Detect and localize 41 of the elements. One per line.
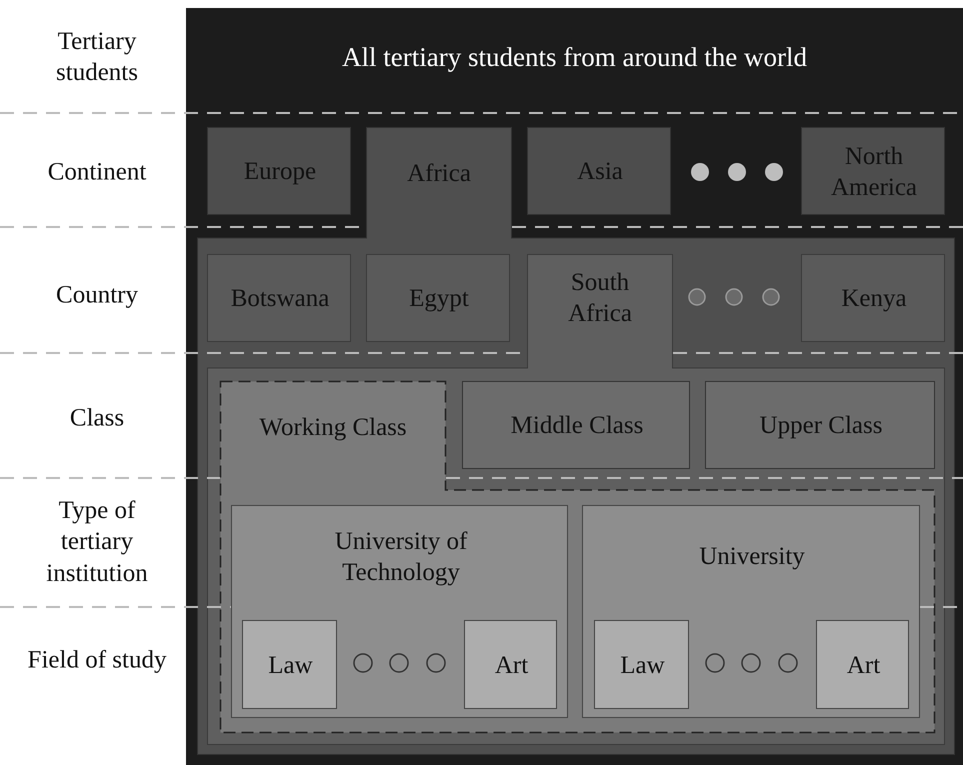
row-label: Tertiary students [55,26,139,88]
node-label: University [698,542,806,572]
institution-panel [582,505,920,718]
node-label: Kenya [840,284,908,314]
row-label: Field of study [26,645,168,676]
row-label: Type of tertiary institution [45,496,149,589]
continent-box [801,127,945,215]
continent-box [207,127,351,215]
world-panel [186,8,963,765]
continent-box [527,127,671,215]
class-box [705,381,935,469]
continent-panel [197,127,955,755]
node-label: South Africa [567,268,633,329]
country-box [366,254,510,342]
node-label: Art [846,650,882,681]
node-label: Working Class [258,413,408,444]
node-label: Law [267,650,314,681]
country-panel [207,254,945,745]
node-label: North America [830,142,918,203]
field-box [242,620,337,709]
node-label: Law [619,650,666,681]
node-label: Africa [406,158,472,189]
node-label: All tertiary students from around the world [341,41,808,74]
node-label: Botswana [230,284,330,314]
node-label: Asia [576,157,624,188]
field-box [816,620,909,709]
node-label: Upper Class [758,411,884,442]
row-label: Continent [46,157,148,188]
row-label: Country [55,280,139,310]
node-label: Egypt [408,284,470,314]
field-box [594,620,689,709]
row-label: Class [68,403,126,434]
node-label: Art [494,650,530,681]
institution-panel [231,505,568,718]
node-label: University of Technology [334,526,468,588]
country-box [801,254,945,342]
node-label: Middle Class [510,411,644,442]
field-box [464,620,557,709]
class-box [462,381,690,469]
country-box [207,254,351,342]
node-label: Europe [242,157,318,188]
